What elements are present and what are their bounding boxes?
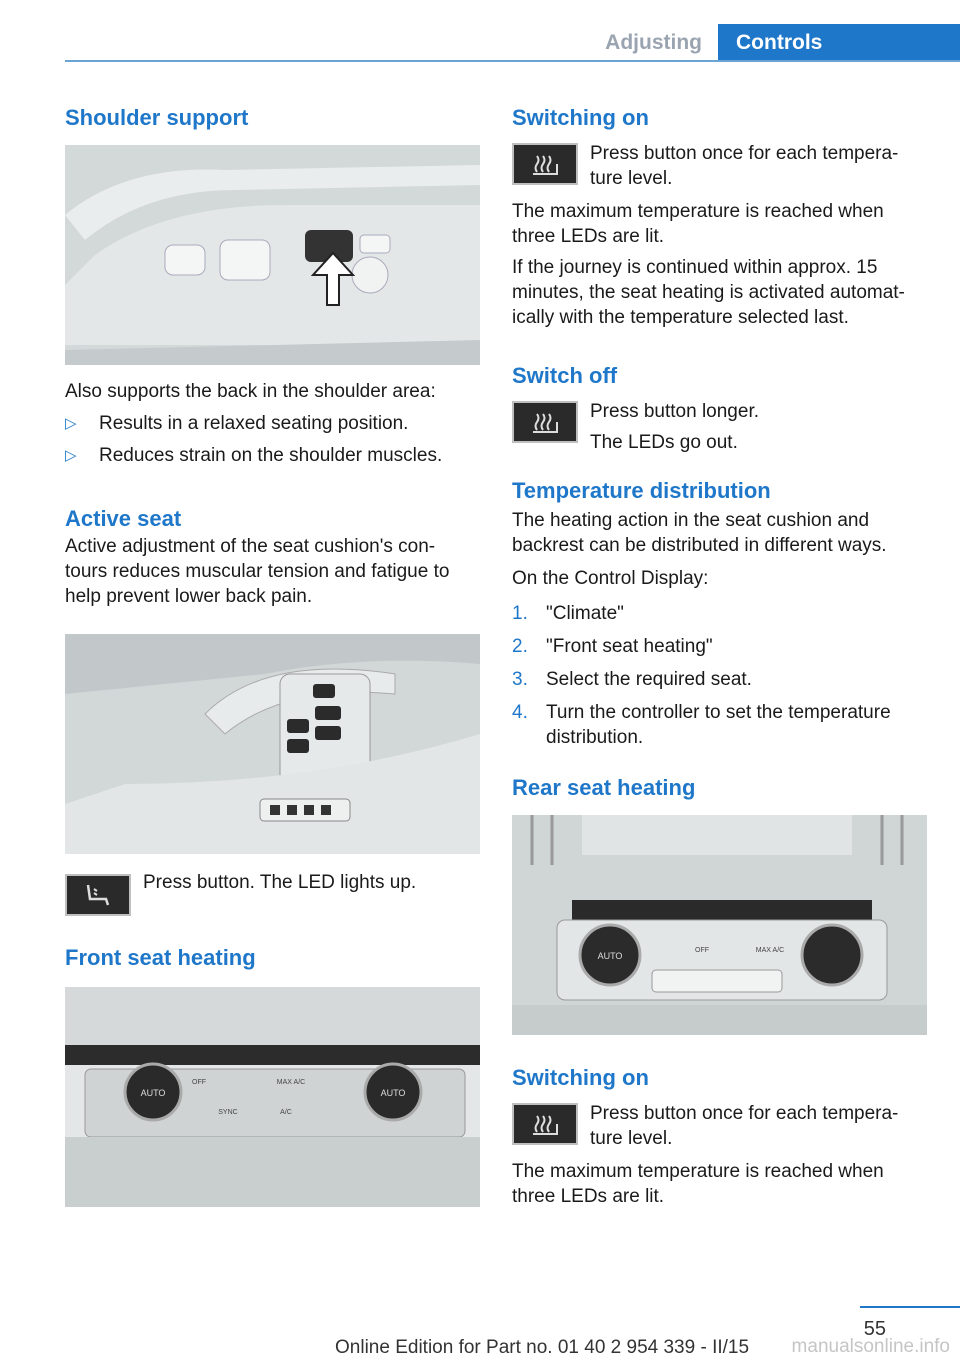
seat-heating-icon [533, 413, 558, 433]
step-number [512, 725, 546, 750]
step-number: 4. [512, 702, 528, 723]
triangle-bullet-icon: ▷ [65, 447, 77, 464]
active-text-line: Active adjustment of the seat cushion's … [65, 536, 436, 557]
step-item: 2. "Front seat heating" [512, 634, 927, 659]
edition-text: Online Edition for Part no. 01 40 2 954 … [335, 1337, 750, 1358]
step-item: 3. Select the required seat. [512, 667, 927, 692]
watermark: manualsonline.info [791, 1336, 950, 1357]
max-temp-line: The maximum temperature is reached when [512, 201, 884, 222]
step-item: 1. "Climate" [512, 601, 927, 626]
hvac-label: AUTO [141, 1088, 166, 1098]
switching-on-row: Press button once for each tempera‐ ture… [512, 143, 927, 191]
front-seat-heating-heading: Front seat heating [65, 945, 256, 970]
header-tabs: Adjusting Controls [589, 24, 960, 61]
shoulder-support-heading: Shoulder support [65, 105, 249, 130]
max-temp-line: three LEDs are lit. [512, 1186, 665, 1207]
step-text: Turn the controller to set the temperatu… [546, 702, 891, 723]
step-number: 1. [512, 603, 528, 624]
switching-on-line: Press button once for each tempera‐ [590, 1103, 899, 1124]
temp-dist-line: The heating action in the seat cushion a… [512, 510, 870, 531]
journey-line: ically with the temperature selected las… [512, 307, 849, 328]
switching-on-row-2: Press button once for each tempera‐ ture… [512, 1103, 927, 1151]
temp-dist-line: backrest can be distributed in different… [512, 535, 887, 556]
switch-off-line: The LEDs go out. [590, 432, 738, 453]
active-seat-row: Press button. The LED lights up. [65, 872, 480, 916]
page-number: 55 [863, 1318, 886, 1340]
active-button-text: Press button. The LED lights up. [143, 872, 417, 893]
hvac-label: A/C [280, 1109, 292, 1116]
shoulder-intro: Also supports the back in the shoulder a… [65, 381, 436, 402]
tab-controls[interactable]: Controls [718, 24, 960, 61]
switch-off-line: Press button longer. [590, 401, 759, 422]
door-panel-illustration [65, 634, 480, 854]
seat-back-icon [86, 884, 110, 906]
footer-rule [860, 1306, 960, 1308]
front-hvac-image: AUTO OFF MAX A/C SYNC A/C AUTO [65, 987, 480, 1207]
rear-hvac-label: OFF [695, 947, 709, 954]
bullet-item: ▷ Reduces strain on the shoulder muscles… [65, 443, 480, 468]
seat-heating-icon [533, 155, 558, 175]
step-item-continuation: distribution. [512, 725, 927, 750]
rear-seat-heating-button-icon[interactable] [512, 1103, 578, 1145]
journey-line: minutes, the seat heating is activated a… [512, 282, 905, 303]
triangle-bullet-icon: ▷ [65, 415, 77, 432]
switching-on-line: ture level. [590, 168, 673, 189]
seat-heating-button-icon[interactable] [512, 143, 578, 185]
step-text: Select the required seat. [546, 669, 752, 690]
header-rule [65, 60, 960, 62]
seat-heating-off-button-icon[interactable] [512, 401, 578, 443]
door-panel-image [65, 634, 480, 854]
step-number: 2. [512, 636, 528, 657]
hvac-label: SYNC [218, 1109, 237, 1116]
tab-adjusting[interactable]: Adjusting [605, 31, 702, 54]
rear-seat-heating-heading: Rear seat heating [512, 775, 696, 800]
hvac-label: MAX A/C [277, 1079, 305, 1086]
step-item: 4. Turn the controller to set the temper… [512, 700, 927, 725]
temperature-distribution-heading: Temperature distribution [512, 478, 771, 503]
step-number: 3. [512, 669, 528, 690]
step-text: "Front seat heating" [546, 636, 713, 657]
bullet-text: Reduces strain on the shoulder muscles. [99, 445, 443, 466]
shoulder-support-image [65, 145, 480, 365]
step-text: distribution. [546, 727, 644, 748]
rear-hvac-image: AUTO OFF MAX A/C [512, 815, 927, 1035]
seat-controls-illustration [65, 145, 480, 365]
hvac-label: OFF [192, 1079, 206, 1086]
switching-on-heading-2: Switching on [512, 1065, 649, 1090]
seat-heating-icon [533, 1115, 558, 1135]
switch-off-row: Press button longer. The LEDs go out. [512, 401, 927, 455]
right-column: Switching on Press button once for each … [512, 100, 927, 1209]
rear-hvac-illustration: AUTO OFF MAX A/C [512, 815, 927, 1035]
hvac-label: AUTO [381, 1088, 406, 1098]
max-temp-line: three LEDs are lit. [512, 226, 665, 247]
active-seat-button-icon[interactable] [65, 874, 131, 916]
switching-on-line: Press button once for each tempera‐ [590, 143, 899, 164]
active-seat-heading: Active seat [65, 506, 182, 531]
front-hvac-illustration: AUTO OFF MAX A/C SYNC A/C AUTO [65, 987, 480, 1207]
rear-hvac-label: MAX A/C [756, 947, 784, 954]
journey-line: If the journey is continued within appro… [512, 257, 878, 278]
bullet-text: Results in a relaxed seating position. [99, 413, 409, 434]
switch-off-heading: Switch off [512, 363, 618, 388]
active-text-line: help prevent lower back pain. [65, 586, 313, 607]
rear-hvac-label: AUTO [598, 951, 623, 961]
on-control-display: On the Control Display: [512, 568, 709, 589]
switching-on-heading: Switching on [512, 105, 649, 130]
step-text: "Climate" [546, 603, 624, 624]
active-text-line: tours reduces muscular tension and fatig… [65, 561, 450, 582]
left-column: Shoulder support Also supports the back … [65, 100, 480, 1207]
max-temp-line: The maximum temperature is reached when [512, 1161, 884, 1182]
bullet-item: ▷ Results in a relaxed seating position. [65, 411, 480, 436]
switching-on-line: ture level. [590, 1128, 673, 1149]
